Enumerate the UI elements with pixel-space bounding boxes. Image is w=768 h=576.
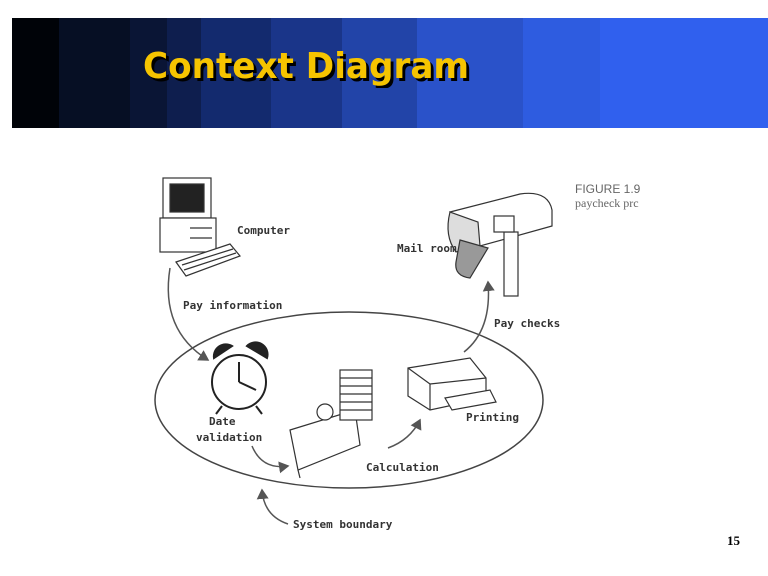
- figure-description: paycheck prc: [575, 196, 639, 210]
- label-printing: Printing: [466, 411, 519, 424]
- figure-number: FIGURE 1.9: [575, 182, 641, 196]
- figure-caption: FIGURE 1.9 paycheck prc: [575, 182, 677, 211]
- system-boundary-arrow: [256, 488, 289, 525]
- slide-title: Context Diagram: [143, 46, 470, 87]
- computer-icon: [159, 177, 242, 277]
- pay-checks-arrow: [463, 280, 495, 353]
- mailbox-icon: [447, 192, 553, 297]
- label-system-boundary: System boundary: [293, 518, 393, 531]
- label-mail-room: Mail room: [397, 242, 457, 255]
- printer-icon: [407, 357, 497, 411]
- page-number: 15: [727, 533, 740, 548]
- calculation-desk-icon: [289, 369, 373, 479]
- alarm-clock-icon: [211, 341, 269, 415]
- label-calculation: Calculation: [366, 461, 439, 474]
- system-boundary-ellipse: [154, 311, 544, 489]
- validation-to-calculation-arrow: [251, 445, 290, 474]
- label-pay-information: Pay information: [183, 299, 282, 312]
- label-date: Date: [209, 415, 236, 428]
- label-pay-checks: Pay checks: [494, 317, 560, 330]
- label-computer: Computer: [237, 224, 290, 237]
- pay-information-arrow: [167, 267, 210, 361]
- label-validation: validation: [196, 431, 262, 444]
- calculation-to-printing-arrow: [387, 418, 422, 449]
- title-banner: [12, 18, 768, 128]
